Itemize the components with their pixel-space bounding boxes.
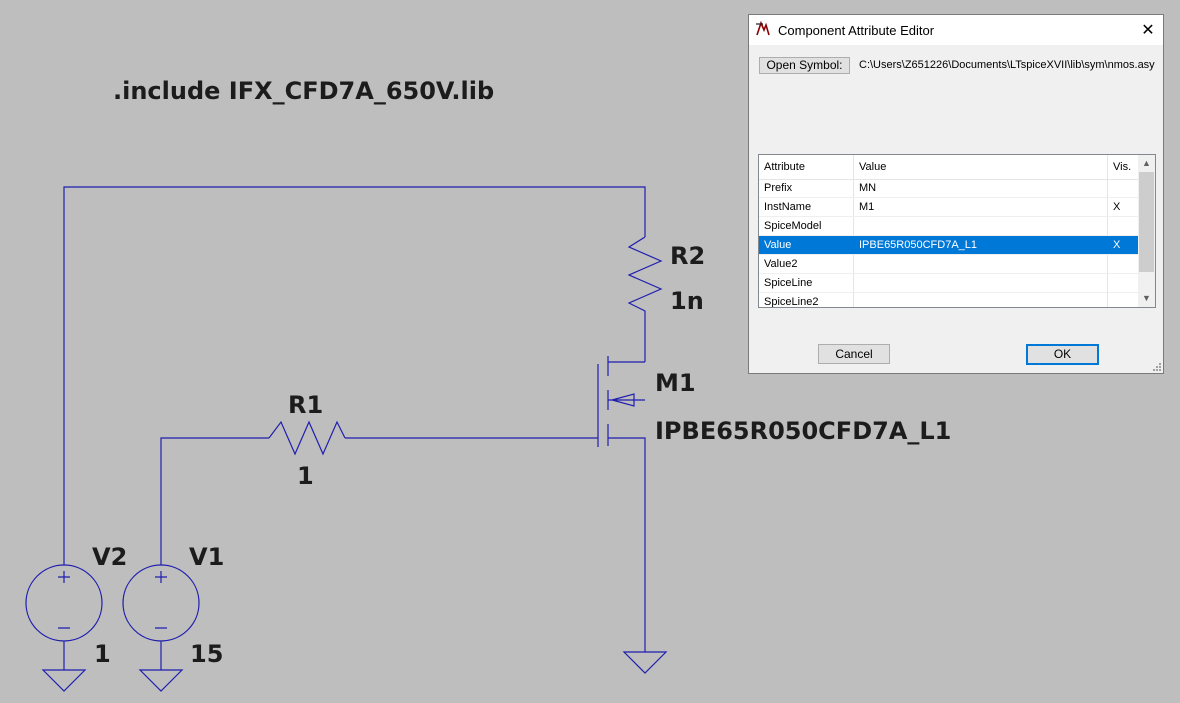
- scroll-down-icon[interactable]: ▼: [1142, 293, 1151, 303]
- r1-resistor: [268, 420, 346, 456]
- m1-body: [608, 393, 645, 407]
- resize-grip-icon[interactable]: [1151, 361, 1161, 371]
- r2-value-label[interactable]: 1n: [670, 287, 704, 315]
- row-attribute: Value2: [764, 258, 798, 270]
- table-row[interactable]: Value2: [759, 255, 1139, 274]
- row-attribute: Value: [764, 239, 792, 251]
- component-attribute-editor-dialog: Component Attribute Editor ✕ Open Symbol…: [748, 14, 1164, 374]
- column-divider: [1107, 155, 1108, 307]
- table-row[interactable]: InstName M1 X: [759, 198, 1139, 217]
- column-header-vis[interactable]: Vis.: [1113, 161, 1132, 173]
- r2-name-label[interactable]: R2: [670, 242, 706, 270]
- row-value[interactable]: MN: [859, 182, 877, 194]
- row-value[interactable]: IPBE65R050CFD7A_L1: [859, 239, 978, 251]
- column-header-attribute[interactable]: Attribute: [764, 161, 805, 173]
- scroll-thumb[interactable]: [1139, 172, 1154, 272]
- table-row[interactable]: Prefix MN: [759, 179, 1139, 198]
- symbol-path: C:\Users\Z651226\Documents\LTspiceXVII\l…: [859, 59, 1155, 71]
- m1-name-label[interactable]: M1: [655, 369, 696, 397]
- column-divider: [853, 155, 854, 307]
- open-symbol-button[interactable]: Open Symbol:: [759, 57, 850, 74]
- wire-top: [63, 186, 646, 565]
- row-value[interactable]: M1: [859, 201, 875, 213]
- column-header-value[interactable]: Value: [859, 161, 887, 173]
- row-attribute: SpiceLine: [764, 277, 813, 289]
- table-row[interactable]: SpiceLine: [759, 274, 1139, 293]
- v1-value-label[interactable]: 15: [190, 640, 224, 668]
- r2-resistor: [627, 236, 663, 362]
- scroll-up-icon[interactable]: ▲: [1142, 158, 1151, 168]
- row-attribute: SpiceModel: [764, 220, 822, 232]
- ground-m1: [622, 651, 668, 674]
- v2-value-label[interactable]: 1: [94, 640, 111, 668]
- m1-source: [608, 437, 646, 652]
- v1-name-label[interactable]: V1: [189, 543, 225, 571]
- ground-v2: [41, 669, 87, 692]
- m1-value-label[interactable]: IPBE65R050CFD7A_L1: [655, 417, 952, 445]
- row-vis[interactable]: X: [1113, 201, 1121, 213]
- vertical-scrollbar[interactable]: ▲ ▼: [1138, 155, 1155, 307]
- grid-header: Attribute Value Vis.: [759, 155, 1139, 180]
- table-row-selected[interactable]: Value IPBE65R050CFD7A_L1 X: [759, 236, 1139, 255]
- dialog-title: Component Attribute Editor: [778, 23, 935, 38]
- row-attribute: InstName: [764, 201, 812, 213]
- dialog-titlebar[interactable]: Component Attribute Editor ✕: [749, 15, 1163, 45]
- spice-directive[interactable]: .include IFX_CFD7A_650V.lib: [113, 77, 495, 105]
- attribute-grid[interactable]: Attribute Value Vis. Prefix MN InstName …: [758, 154, 1156, 308]
- table-row[interactable]: SpiceModel: [759, 217, 1139, 236]
- r1-value-label[interactable]: 1: [297, 462, 314, 490]
- ltspice-app-icon: [755, 21, 771, 37]
- row-attribute: Prefix: [764, 182, 793, 194]
- close-icon[interactable]: ✕: [1141, 22, 1155, 39]
- row-vis[interactable]: X: [1113, 239, 1121, 251]
- v2-name-label[interactable]: V2: [92, 543, 128, 571]
- wire-v1: [160, 437, 269, 565]
- row-attribute: SpiceLine2: [764, 296, 819, 308]
- r1-name-label[interactable]: R1: [288, 391, 324, 419]
- cancel-button[interactable]: Cancel: [818, 344, 890, 364]
- ok-button[interactable]: OK: [1026, 344, 1099, 365]
- table-row[interactable]: SpiceLine2: [759, 293, 1139, 308]
- ground-v1: [138, 669, 184, 692]
